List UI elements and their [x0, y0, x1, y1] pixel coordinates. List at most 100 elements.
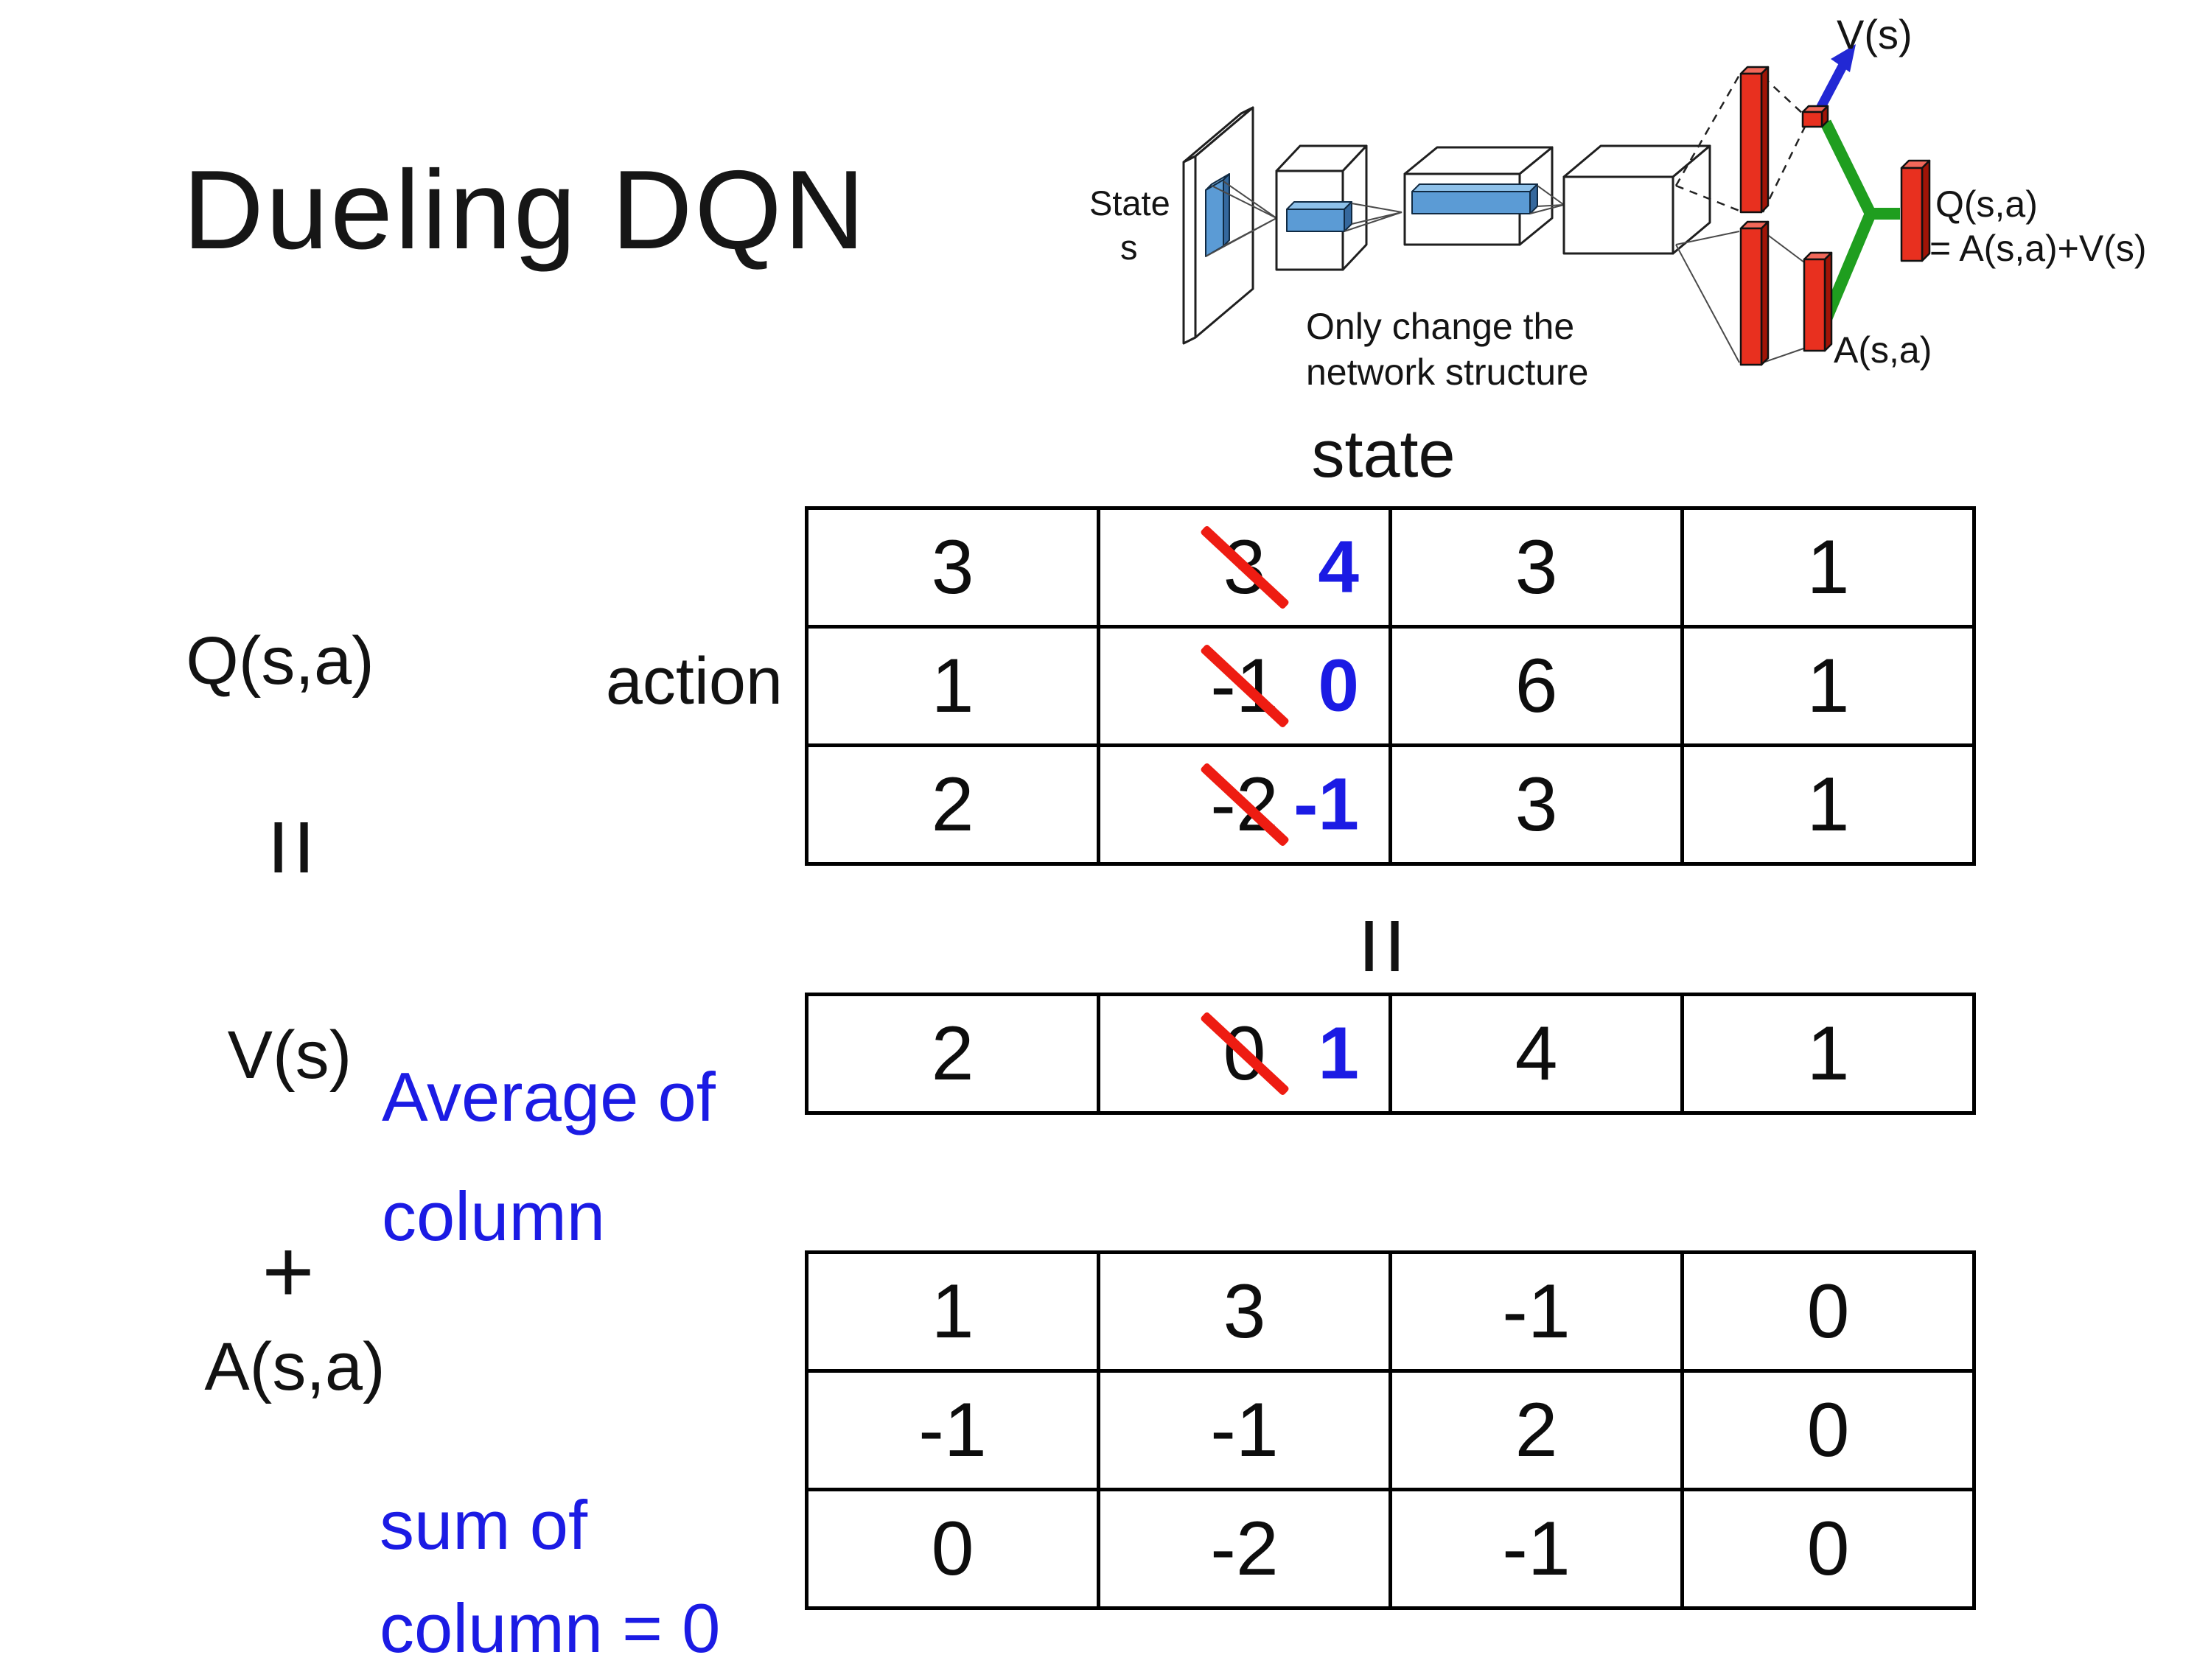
cell-value: 3 — [931, 524, 974, 610]
cell-value: -1 — [918, 1387, 987, 1473]
conv-cone-3 — [1529, 185, 1565, 214]
table-cell: -1 — [805, 1369, 1100, 1491]
q-output-bar — [1900, 159, 1931, 262]
equals-sign-mid: = — [1326, 916, 1442, 976]
v-table: 2 01 4 1 — [805, 993, 1976, 1115]
table-cell: -2-1 — [1097, 743, 1392, 866]
average-note-line1: Average of — [382, 1058, 716, 1135]
v-stream-bar — [1739, 66, 1770, 214]
table-row: -1 -1 2 0 — [805, 1369, 1976, 1491]
diagram-q-label-line1: Q(s,a) — [1935, 183, 2038, 225]
a-table: 1 3 -1 0 -1 -1 2 0 0 -2 -1 0 — [805, 1250, 1976, 1610]
table-cell: 34 — [1097, 506, 1392, 629]
average-note-line2: column — [382, 1177, 606, 1255]
diagram-state-label-line1: State — [1089, 183, 1170, 223]
table-row: 0 -2 -1 0 — [805, 1488, 1976, 1610]
action-axis-label: action — [605, 645, 783, 718]
feature-slab-1 — [1286, 201, 1352, 232]
cell-value: 1 — [931, 1268, 974, 1354]
table-cell: -10 — [1097, 625, 1392, 747]
v-node — [1801, 105, 1829, 128]
cell-value: -1 — [1210, 1387, 1279, 1473]
table-cell: 2 — [1389, 1369, 1684, 1491]
table-cell: -1 — [1389, 1488, 1684, 1610]
table-row: 1 3 -1 0 — [805, 1250, 1976, 1373]
table-cell: 4 — [1389, 993, 1684, 1115]
network-diagram: V(s) State s Only change the network str… — [1089, 11, 2147, 393]
conv-cube-3 — [1562, 144, 1711, 255]
diagram-v-label: V(s) — [1837, 11, 1913, 57]
a-term-label: A(s,a) — [204, 1329, 385, 1404]
table-cell: 1 — [1680, 743, 1976, 866]
cell-value: 1 — [1806, 761, 1850, 847]
cell-value: 2 — [931, 1010, 974, 1096]
a-stream-bar — [1739, 220, 1770, 366]
equals-sign-left: = — [235, 817, 351, 878]
table-cell: 01 — [1097, 993, 1392, 1115]
replacement-value: 0 — [1318, 644, 1359, 727]
table-cell: 2 — [805, 993, 1100, 1115]
cell-value: 3 — [1223, 1268, 1266, 1354]
diagram-q-label-line2: = A(s,a)+V(s) — [1929, 228, 2147, 269]
table-cell: 1 — [1680, 625, 1976, 747]
table-cell: 1 — [805, 1250, 1100, 1373]
cell-value: 0 — [1806, 1387, 1850, 1473]
cell-value: -1 — [1502, 1505, 1571, 1592]
conv-cone-1 — [1205, 181, 1277, 257]
cell-value: 0 — [1806, 1268, 1850, 1354]
cell-value: -1 — [1502, 1268, 1571, 1354]
cell-value: 1 — [1806, 643, 1850, 729]
table-cell: 0 — [1680, 1369, 1976, 1491]
state-axis-label: state — [1311, 418, 1456, 491]
cell-value: -2 — [1210, 1505, 1279, 1592]
cell-value: 1 — [1806, 524, 1850, 610]
q-term-label: Q(s,a) — [186, 623, 374, 699]
diagram-state-label-line2: s — [1120, 228, 1138, 267]
table-cell: 1 — [1680, 993, 1976, 1115]
diagram-note-line1: Only change the — [1306, 306, 1574, 347]
cell-value: 1 — [1806, 1010, 1850, 1096]
table-cell: 3 — [1389, 743, 1684, 866]
table-cell: 0 — [1680, 1250, 1976, 1373]
page-title: Dueling DQN — [183, 147, 867, 273]
average-of-column-note: Average of column — [382, 1037, 716, 1276]
feature-slab-2 — [1411, 183, 1538, 214]
table-cell: -2 — [1097, 1488, 1392, 1610]
table-cell: 1 — [805, 625, 1100, 747]
a-output-bar — [1803, 251, 1833, 352]
sum-note-line1: sum of — [380, 1486, 588, 1564]
table-cell: 2 — [805, 743, 1100, 866]
cell-value: 2 — [1515, 1387, 1558, 1473]
diagram-a-label: A(s,a) — [1834, 329, 1932, 371]
a-stream-links — [1675, 231, 1806, 363]
table-cell: 3 — [1097, 1250, 1392, 1373]
replacement-value: 1 — [1318, 1012, 1359, 1095]
cell-value: 6 — [1515, 643, 1558, 729]
table-cell: 0 — [1680, 1488, 1976, 1610]
v-term-label: V(s) — [227, 1018, 352, 1093]
v-stream-dashed-links — [1674, 74, 1807, 213]
replacement-value: 4 — [1318, 525, 1359, 609]
cell-value: 4 — [1515, 1010, 1558, 1096]
table-cell: -1 — [1389, 1250, 1684, 1373]
sum-of-column-note: sum of column = 0 — [380, 1474, 720, 1680]
table-cell: 1 — [1680, 506, 1976, 629]
cell-value: 0 — [1806, 1505, 1850, 1592]
sum-note-line2: column = 0 — [380, 1589, 721, 1667]
cell-value: 2 — [931, 761, 974, 847]
replacement-value: -1 — [1293, 763, 1359, 846]
table-cell: 3 — [805, 506, 1100, 629]
table-row: 3 34 3 1 — [805, 506, 1976, 629]
table-cell: 0 — [805, 1488, 1100, 1610]
cell-value: 0 — [931, 1505, 974, 1592]
table-row: 1 -10 6 1 — [805, 625, 1976, 747]
cell-value: 3 — [1515, 524, 1558, 610]
plus-sign-left: + — [262, 1221, 315, 1321]
table-row: 2 01 4 1 — [805, 993, 1976, 1115]
cell-value: 1 — [931, 643, 974, 729]
cell-value: 3 — [1515, 761, 1558, 847]
table-cell: -1 — [1097, 1369, 1392, 1491]
table-cell: 6 — [1389, 625, 1684, 747]
